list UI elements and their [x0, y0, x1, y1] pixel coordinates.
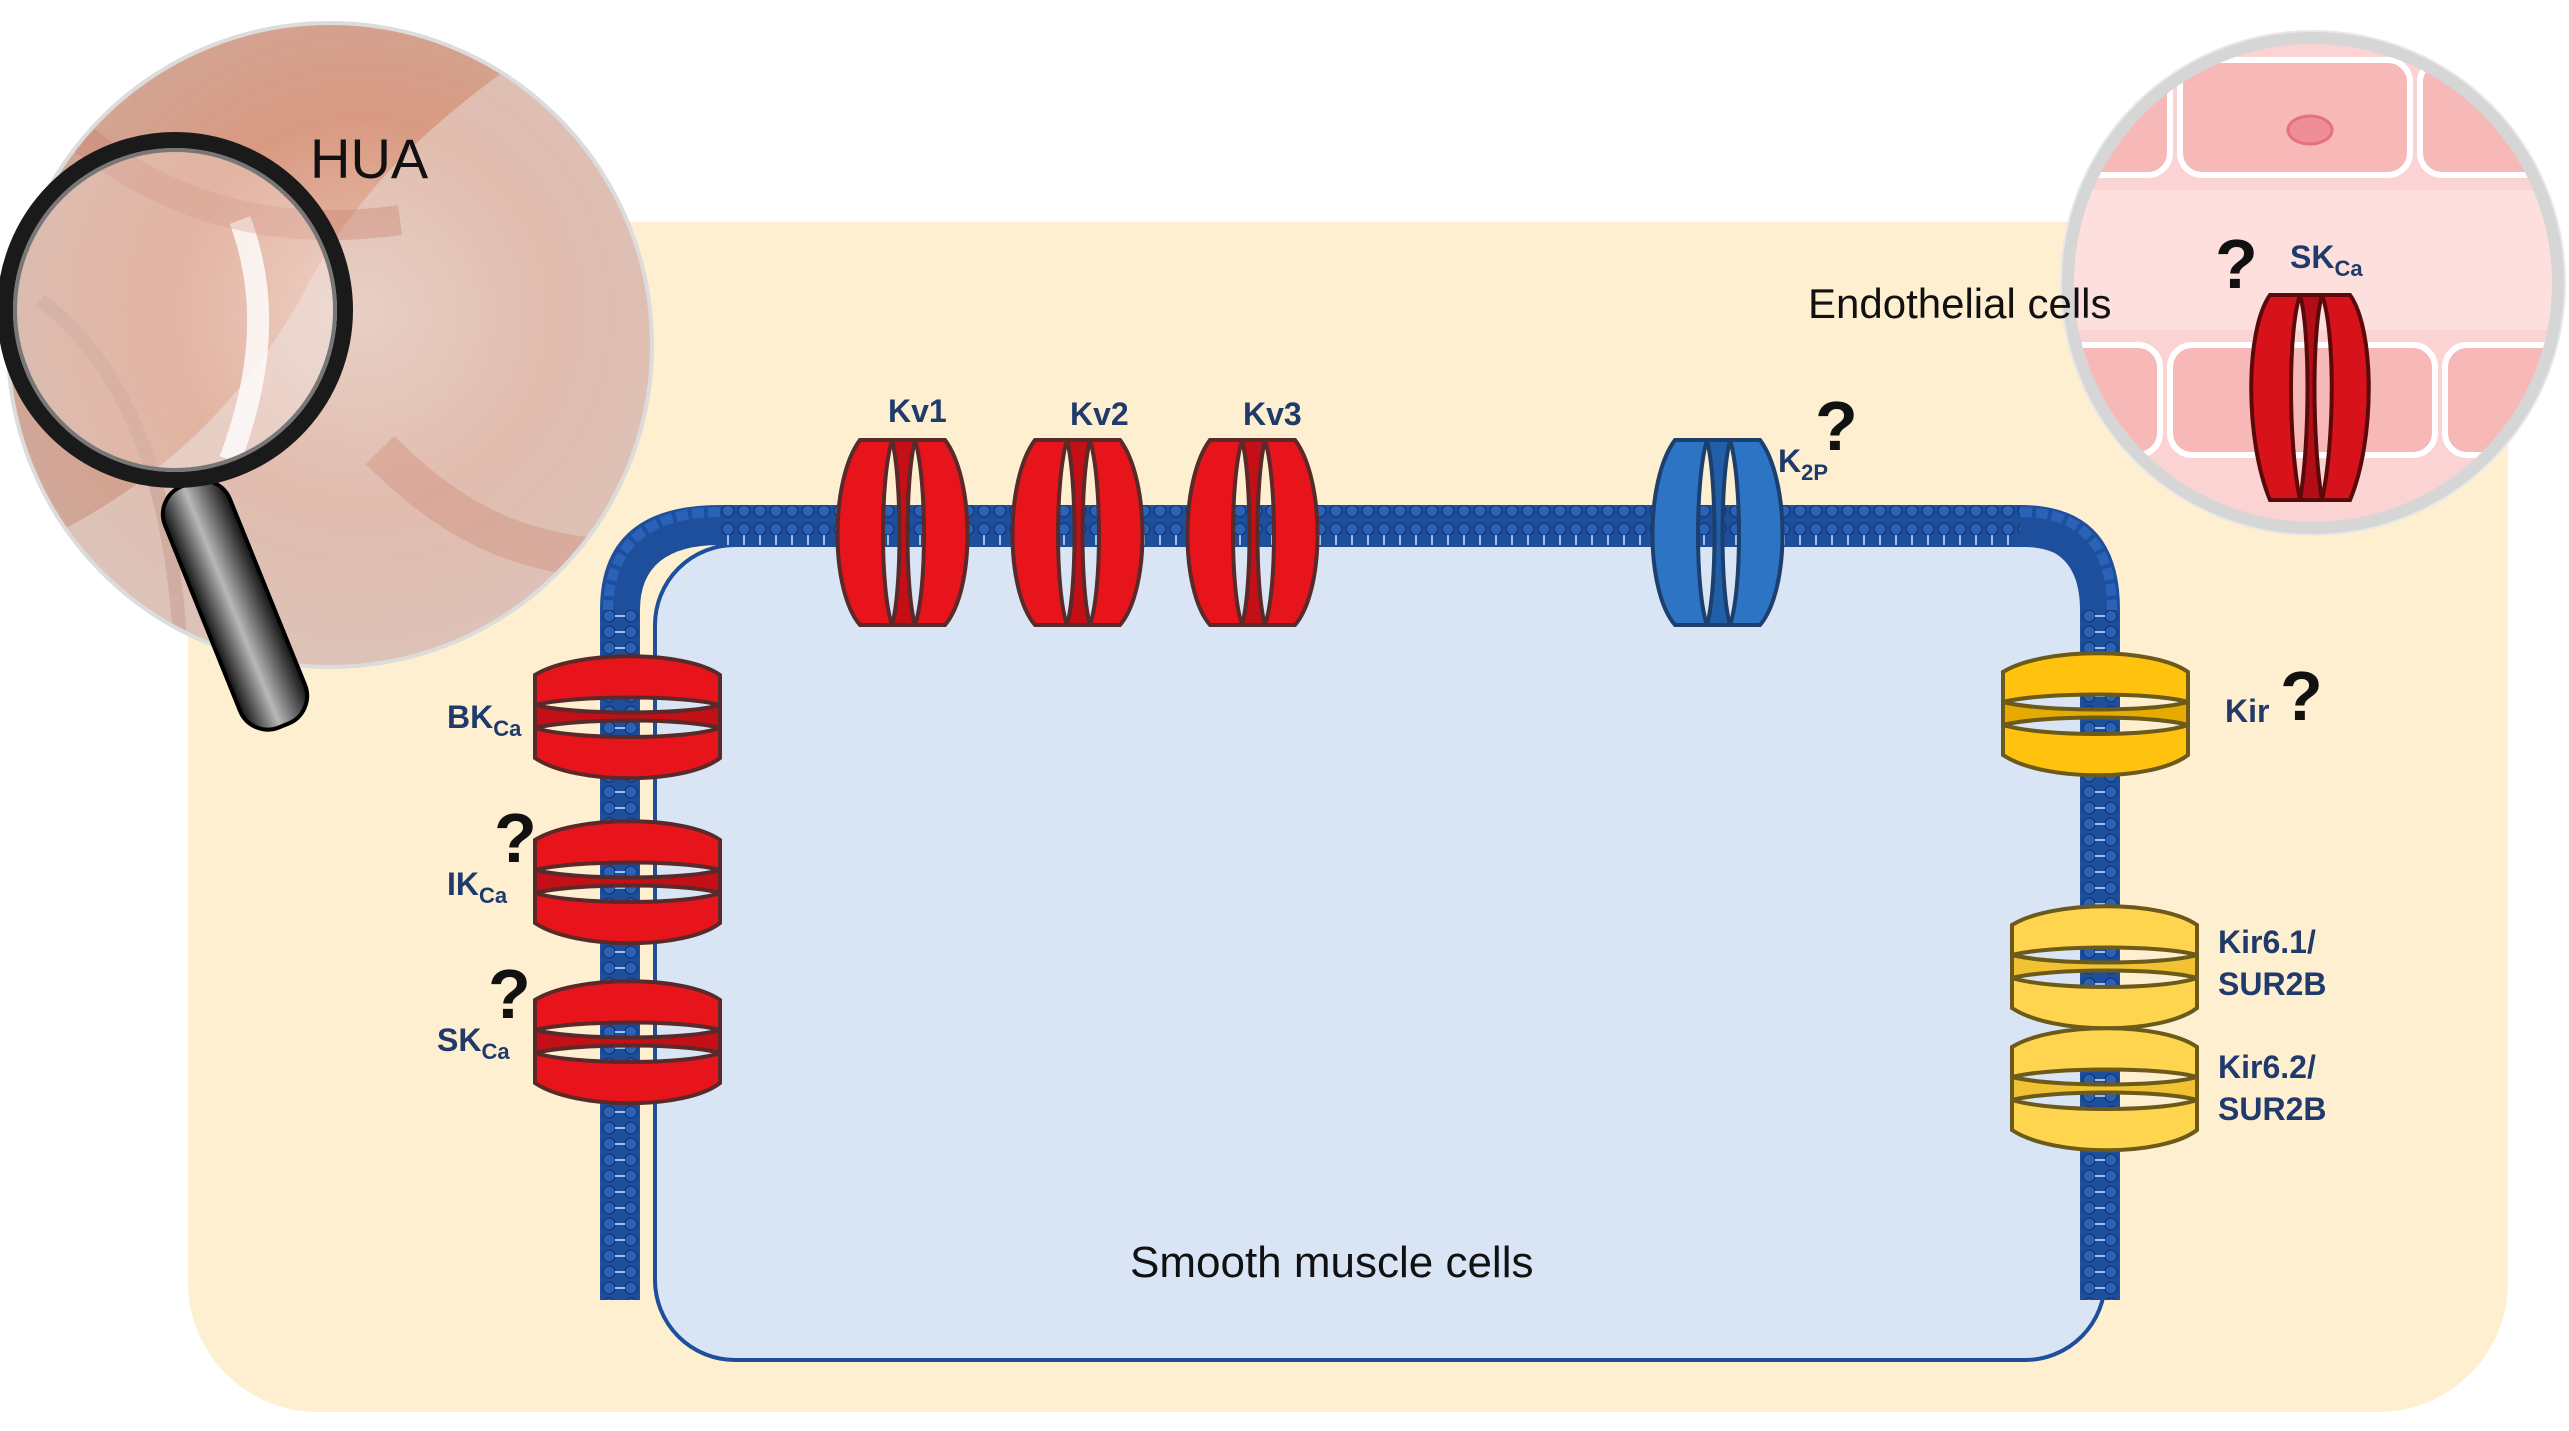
k2p-label: K2P [1778, 443, 1828, 485]
skca-channel [533, 979, 722, 1106]
kir62-label-line1: Kir6.2/ [2218, 1049, 2316, 1085]
kir-channel [2001, 651, 2190, 778]
kir61-sur2b-channel [2010, 904, 2199, 1031]
endothelial-skca-label: SKCa [2290, 239, 2363, 281]
k2p-question-mark: ? [1815, 387, 1858, 465]
kv3-label: Kv3 [1243, 396, 1302, 432]
kv1-label: Kv1 [888, 393, 947, 429]
ikca-channel [533, 819, 722, 946]
bkca-channel [533, 654, 722, 781]
ikca-question-mark: ? [494, 799, 537, 877]
kv1-channel [835, 438, 970, 627]
endothelial-question-mark: ? [2215, 225, 2258, 303]
kv3-channel [1185, 438, 1320, 627]
skca-question-mark: ? [488, 955, 531, 1033]
magnifier-icon [0, 132, 353, 732]
bkca-label: BKCa [447, 699, 522, 741]
kir62-sur2b-channel [2010, 1026, 2199, 1153]
kir61-label-line1: Kir6.1/ [2218, 924, 2316, 960]
k2p-channel [1650, 438, 1785, 627]
endothelial-skca-channel [2249, 293, 2371, 503]
hua-label: HUA [310, 127, 429, 190]
ikca-label: IKCa [447, 866, 508, 908]
kir-label: Kir [2225, 693, 2269, 729]
smooth-muscle-label: Smooth muscle cells [1130, 1238, 1533, 1287]
kir-question-mark: ? [2280, 657, 2323, 735]
kir62-label-line2: SUR2B [2218, 1091, 2326, 1127]
kir61-label-line2: SUR2B [2218, 966, 2326, 1002]
endothelial-cells-label: Endothelial cells [1808, 280, 2112, 327]
endothelial-inset [2060, 30, 2566, 536]
skca-label: SKCa [437, 1022, 510, 1064]
kv2-channel [1010, 438, 1145, 627]
kv2-label: Kv2 [1070, 396, 1129, 432]
